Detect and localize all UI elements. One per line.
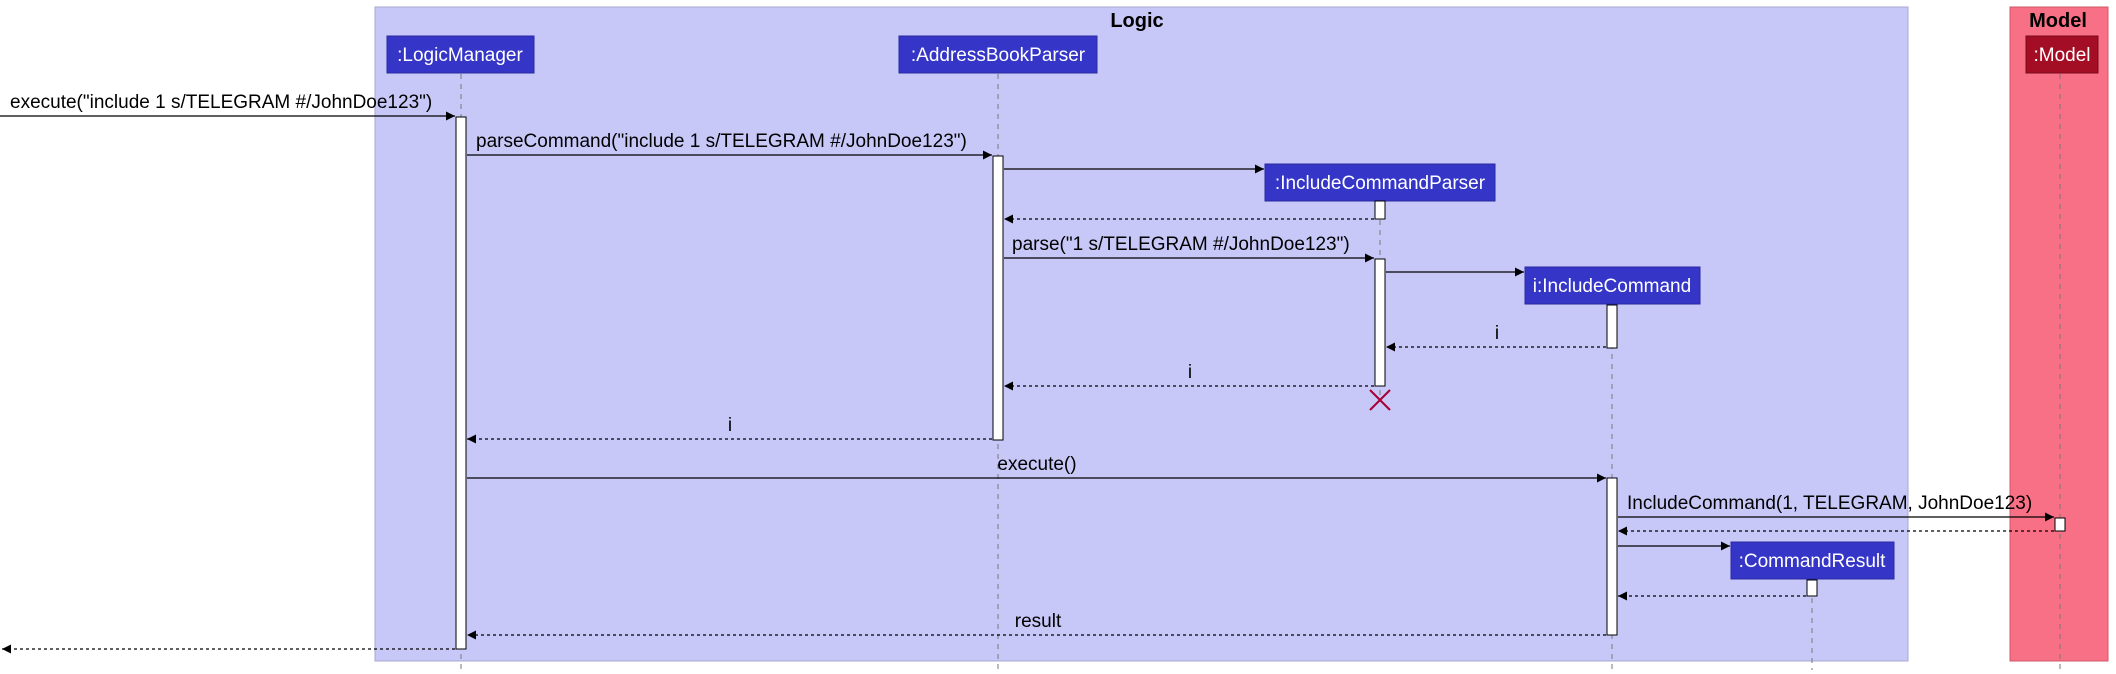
participant-command-result: :CommandResult (1730, 541, 1895, 580)
participant-model: :Model (2025, 35, 2099, 74)
participant-logic-manager-box (386, 35, 535, 74)
activation-address-book-parser (992, 155, 1004, 441)
participant-logic-manager-label: :LogicManager (397, 45, 523, 66)
message-label-parse-command: parseCommand("include 1 s/TELEGRAM #/Joh… (476, 131, 967, 152)
message-label-parse: parse("1 s/TELEGRAM #/JohnDoe123") (1012, 234, 1350, 255)
destroy-marker (1369, 389, 1391, 411)
model-box-title: Model (2029, 10, 2087, 32)
activation-include-command-parser-create (1374, 200, 1386, 220)
logic-box-title: Logic (1110, 10, 1163, 32)
participant-address-book-parser-label: :AddressBookParser (911, 45, 1086, 66)
messages (0, 111, 2054, 654)
participant-logic-manager: :LogicManager (386, 35, 535, 74)
activation-command-result (1806, 579, 1818, 597)
message-label-execute: execute() (997, 454, 1076, 475)
participant-include-command: i:IncludeCommand (1524, 266, 1701, 305)
model-box-background (2009, 6, 2109, 662)
participant-model-box (2025, 35, 2099, 74)
message-label-return-i-to-parser: i (1495, 323, 1499, 344)
activation-bars (455, 116, 2066, 650)
logic-box: Logic (374, 6, 1909, 662)
message-label-include-command-to-model: IncludeCommand(1, TELEGRAM, JohnDoe123) (1627, 493, 2032, 514)
participant-command-result-label: :CommandResult (1739, 551, 1886, 572)
activation-include-command-execute (1606, 477, 1618, 636)
activation-logic-manager (455, 116, 467, 650)
participant-model-label: :Model (2033, 45, 2090, 66)
participant-command-result-box (1730, 541, 1895, 580)
activation-model (2054, 517, 2066, 532)
participant-include-command-box (1524, 266, 1701, 305)
participant-include-command-label: i:IncludeCommand (1533, 276, 1691, 297)
message-label-return-i-to-logic-manager: i (728, 415, 732, 436)
message-label-execute-include: execute("include 1 s/TELEGRAM #/JohnDoe1… (10, 92, 432, 113)
participant-include-command-parser-label: :IncludeCommandParser (1275, 173, 1486, 194)
participant-address-book-parser-box (898, 35, 1098, 74)
message-label-return-result: result (1015, 611, 1062, 632)
logic-box-background (374, 6, 1909, 662)
message-label-return-i-to-address-book-parser: i (1188, 362, 1192, 383)
participant-address-book-parser: :AddressBookParser (898, 35, 1098, 74)
activation-include-command-create (1606, 304, 1618, 349)
participant-include-command-parser-box (1264, 163, 1496, 202)
participant-include-command-parser: :IncludeCommandParser (1264, 163, 1496, 202)
activation-include-command-parser-parse (1374, 258, 1386, 387)
message-labels: execute("include 1 s/TELEGRAM #/JohnDoe1… (10, 92, 2032, 632)
model-box: Model (2009, 6, 2109, 662)
